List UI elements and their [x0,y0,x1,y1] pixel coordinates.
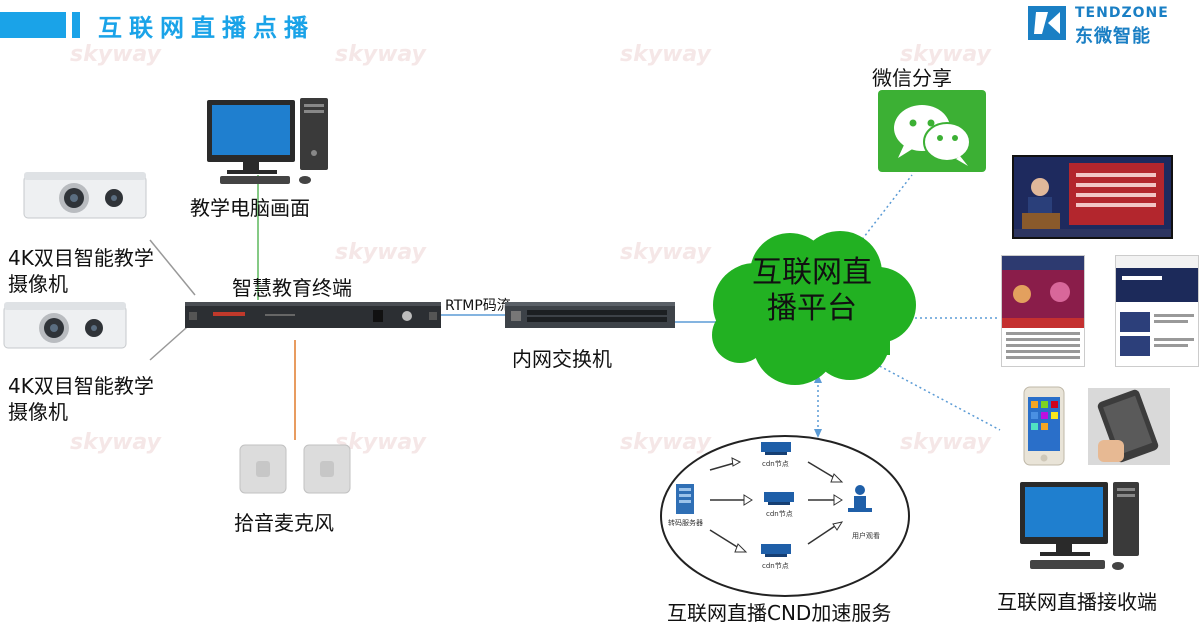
platform-label: 互联网直播平台 [752,255,872,326]
logo-text-en: TENDZONE [1075,5,1169,21]
watermark: skyway [620,42,711,67]
logo-text-cn: 东微智能 [1075,26,1151,47]
desktop-pc-icon [207,98,328,184]
cdn-service-label: 互联网直播CND加速服务 [667,601,892,625]
cdn-node-label: cdn节点 [762,562,789,570]
cdn-node-label: cdn节点 [762,460,789,468]
pc-label: 教学电脑画面 [190,196,310,220]
switch-label: 内网交换机 [512,347,612,371]
watermark: skyway [900,430,991,455]
header-accent-bar-small [72,12,80,38]
header-accent-bar [0,12,66,38]
tendzone-logo-icon [1028,6,1066,40]
watermark: skyway [335,240,426,265]
live-video-screen [1012,155,1173,239]
rtmp-label: RTMP码流 [445,298,511,314]
cdn-user-label: 用户观看 [852,532,880,540]
terminal-label: 智慧教育终端 [232,276,352,300]
microphone-icon [239,444,351,494]
watermark: skyway [70,430,161,455]
network-switch-icon [505,302,675,328]
camera1-label: 4K双目智能教学摄像机 [8,246,154,296]
receiver-pc-icon [1020,482,1139,570]
iphone-icon [1023,386,1065,466]
mic-label: 拾音麦克风 [234,511,334,535]
watermark: skyway [335,42,426,67]
watermark: skyway [620,240,711,265]
camera-icon [3,302,127,349]
mobile-live-page-1 [1001,255,1085,367]
cloud-platform-icon [712,231,916,385]
cdn-server-label: 转码服务器 [668,519,703,527]
page-title: 互联网直播点播 [98,14,315,42]
camera-icon [23,172,147,219]
android-phone-photo [1088,388,1170,465]
watermark: skyway [900,42,991,67]
wechat-icon [878,90,986,172]
mobile-live-page-2 [1115,255,1199,367]
camera2-label: 4K双目智能教学摄像机 [8,374,154,424]
education-terminal-device-icon [185,302,441,328]
receiver-label: 互联网直播接收端 [997,590,1157,614]
watermark: skyway [620,430,711,455]
watermark: skyway [70,42,161,67]
wechat-label: 微信分享 [872,66,952,90]
cdn-node-label: cdn节点 [766,510,793,518]
cdn-network-diagram [660,435,910,597]
